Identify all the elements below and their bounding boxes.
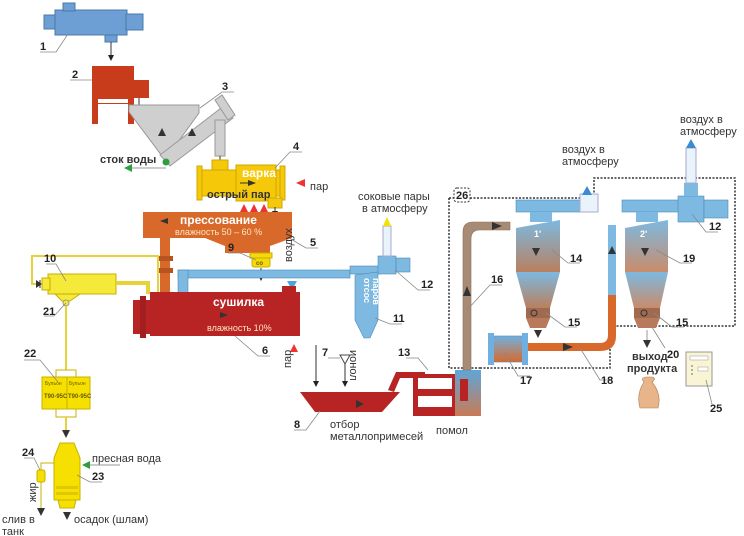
label-water-drain: сток воды — [100, 154, 156, 166]
boiling-label: варка — [242, 166, 276, 180]
pipe-unit-18 — [528, 225, 616, 351]
label-drain-2: танк — [2, 526, 24, 536]
num-14: 14 — [570, 253, 583, 265]
mill-unit-13 — [388, 372, 465, 416]
conveyor-unit-8 — [300, 392, 400, 412]
label-live-steam: острый пар — [207, 189, 271, 201]
ionol-unit-7 — [339, 354, 351, 366]
label-metal-removal-1: отбор — [330, 419, 359, 431]
doser-unit-9: со — [249, 252, 273, 268]
cyclone-1-label: 1' — [534, 229, 541, 239]
label-air: воздух — [283, 228, 295, 262]
vapor-fan-12 — [377, 225, 411, 275]
vapor-cyclone-11: отсос паров — [349, 265, 381, 339]
num-17: 17 — [520, 375, 532, 387]
label-milling: помол — [436, 425, 468, 437]
cyclone-2-label: 2' — [640, 229, 647, 239]
num-16: 16 — [491, 274, 503, 286]
num-13: 13 — [398, 347, 410, 359]
num-6: 6 — [262, 345, 268, 357]
num-2: 2 — [72, 69, 78, 81]
boundary-number: 26 — [456, 190, 468, 202]
label-juice-vapor-2: в атмосферу — [362, 203, 428, 215]
label-product-out-2: продукта — [627, 363, 678, 375]
num-15b: 15 — [676, 317, 688, 329]
dryer-moisture: влажность 10% — [207, 323, 272, 333]
num-7: 7 — [322, 347, 328, 359]
label-fat: жир — [27, 482, 39, 502]
callouts: 1 2 3 4 5 6 7 8 9 10 11 12 13 14 15 15 1… — [22, 33, 722, 483]
boiler-unit-4: варка — [196, 159, 286, 209]
pneumatic-pipe-16 — [462, 221, 511, 371]
num-9: 9 — [228, 242, 234, 254]
num-1: 1 — [40, 41, 46, 53]
label-air-out-2a: воздух в — [680, 114, 723, 126]
cyclone-14: 1' — [515, 199, 597, 328]
fan-unit-17 — [488, 333, 528, 365]
num-20: 20 — [667, 349, 679, 361]
num-10: 10 — [44, 253, 56, 265]
press-moisture: влажность 50 – 60 % — [175, 227, 262, 237]
separator-unit-23 — [53, 442, 81, 509]
exhaust-fan-12 — [677, 147, 729, 223]
label-ionol: ионол — [347, 350, 359, 381]
grinder-unit-2 — [92, 66, 149, 124]
num-11: 11 — [393, 313, 405, 325]
num-18: 18 — [601, 375, 613, 387]
dryer-label: сушилка — [213, 295, 264, 309]
drum-unit-1 — [43, 2, 144, 43]
num-12a: 12 — [421, 279, 433, 291]
num-8: 8 — [294, 419, 300, 431]
label-fresh-water: пресная вода — [92, 453, 162, 465]
num-21: 21 — [43, 306, 55, 318]
vapor-cyclone-label-2: паров — [371, 278, 381, 305]
label-metal-removal-2: металлопримесей — [330, 431, 423, 443]
num-24: 24 — [22, 447, 35, 459]
vapor-cyclone-label-1: отсос — [362, 278, 372, 303]
num-3: 3 — [222, 81, 228, 93]
label-steam-4: пар — [310, 181, 328, 193]
label-sludge: осадок (шлам) — [74, 514, 148, 526]
dryer-unit-6: сушилка влажность 10% — [133, 286, 300, 338]
fat-trap-24 — [36, 462, 54, 483]
washer-unit-3 — [128, 94, 236, 167]
num-22: 22 — [24, 348, 36, 360]
label-steam-6: пар — [282, 350, 294, 368]
label-air-out-1a: воздух в — [562, 144, 605, 156]
steam-arrow-6-icon — [290, 344, 298, 352]
label-juice-vapor-1: соковые пары — [358, 191, 430, 203]
tank-unit-10 — [41, 273, 117, 302]
num-23: 23 — [92, 471, 104, 483]
num-4: 4 — [293, 141, 300, 153]
control-panel-25 — [685, 351, 713, 387]
broth-tanks-22: Бульон Бульон T90-95C T90-95C — [41, 369, 92, 418]
num-19: 19 — [683, 253, 695, 265]
num-5: 5 — [310, 237, 316, 249]
water-drain-arrow-icon — [124, 164, 132, 172]
broth-temp-a: T90-95C — [44, 394, 68, 400]
doser-label: со — [256, 261, 263, 267]
product-bag-icon — [638, 376, 660, 409]
label-drain-1: слив в — [2, 514, 35, 526]
broth-label-a: Бульон — [45, 381, 62, 387]
press-label: прессование — [180, 213, 257, 227]
broth-label-b: Бульон — [69, 381, 86, 387]
steam-arrow-icon — [296, 179, 305, 187]
label-product-out-1: выход — [632, 351, 668, 363]
num-12b: 12 — [709, 221, 721, 233]
broth-temp-b: T90-95C — [68, 394, 92, 400]
num-25: 25 — [710, 403, 722, 415]
live-steam-arrows — [240, 204, 268, 212]
press-unit-5: прессование влажность 50 – 60 % — [143, 212, 292, 253]
label-air-out-1b: атмосферу — [562, 156, 619, 168]
label-air-out-2b: атмосферу — [680, 126, 737, 138]
num-15a: 15 — [568, 317, 580, 329]
cyclone-19: 2' — [621, 199, 697, 328]
